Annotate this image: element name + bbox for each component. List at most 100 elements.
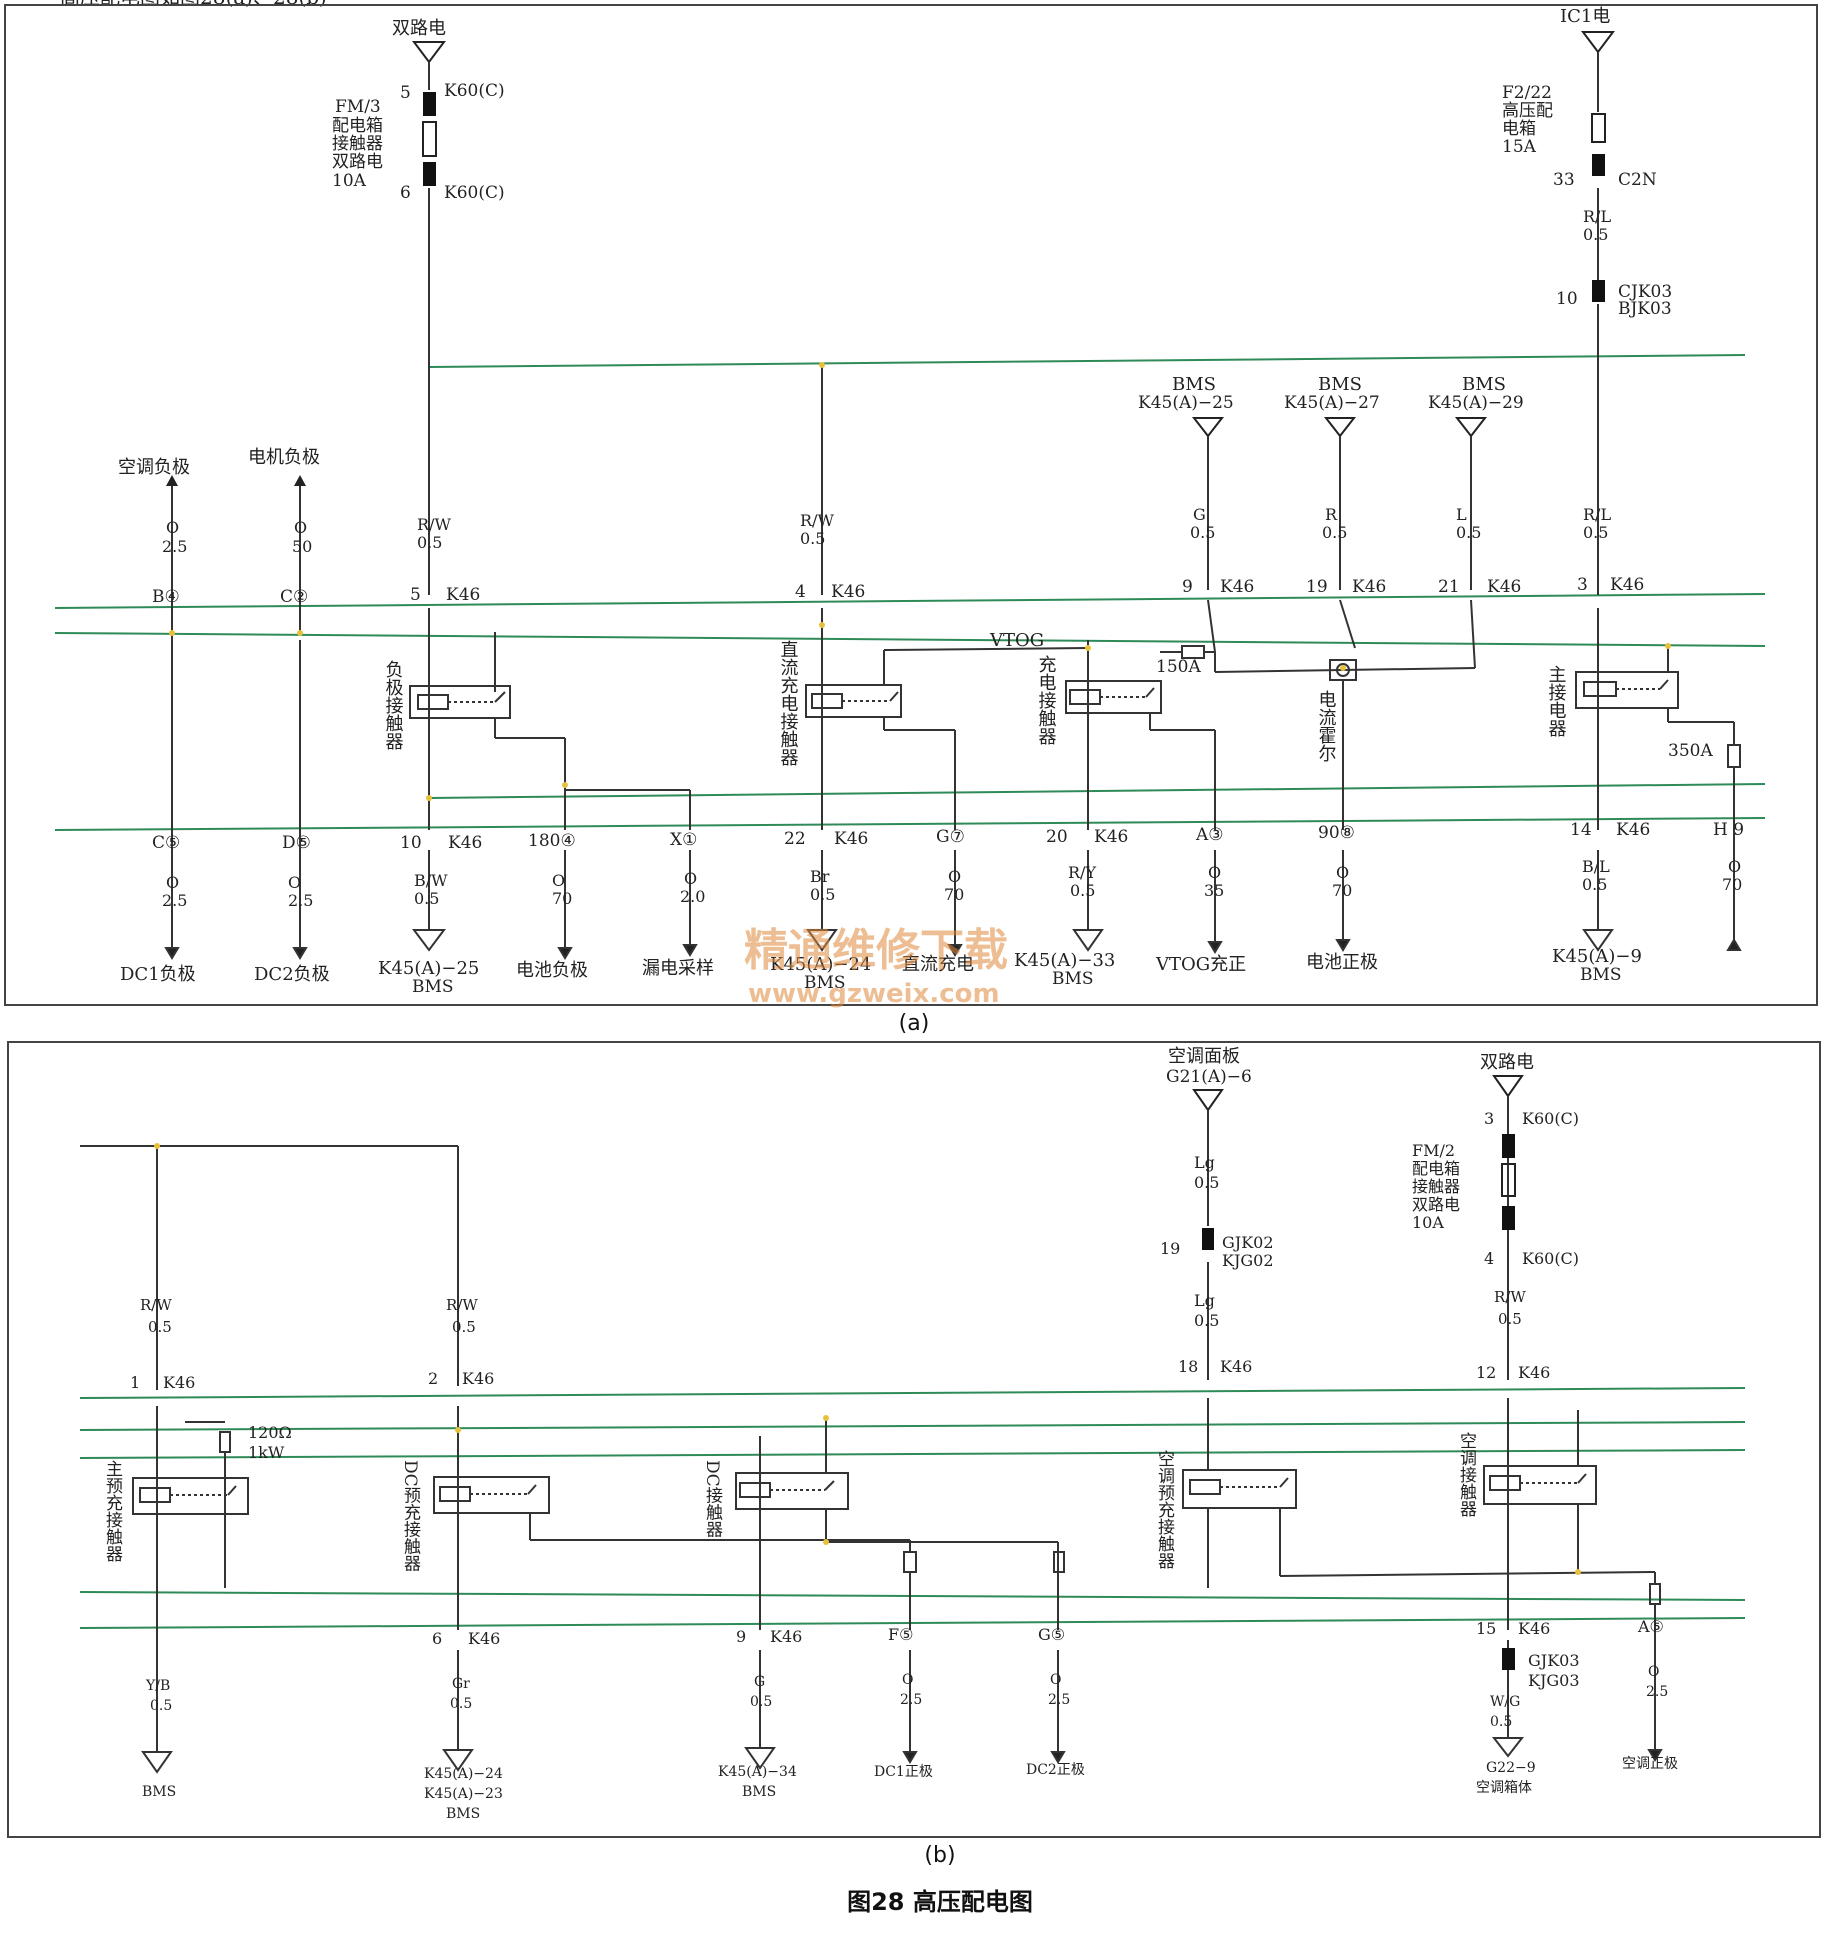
relay-negative bbox=[409, 685, 511, 719]
svg-text:35: 35 bbox=[1204, 881, 1224, 900]
svg-text:K45(A)−24: K45(A)−24 bbox=[770, 954, 871, 975]
svg-text:1: 1 bbox=[130, 1373, 140, 1392]
svg-text:KJG02: KJG02 bbox=[1222, 1251, 1274, 1270]
svg-text:350A: 350A bbox=[1668, 741, 1713, 761]
svg-text:70: 70 bbox=[552, 889, 572, 908]
svg-text:漏电采样: 漏电采样 bbox=[642, 958, 714, 979]
svg-text:FM/2: FM/2 bbox=[1412, 1141, 1455, 1160]
svg-text:12: 12 bbox=[1476, 1363, 1496, 1382]
svg-text:R/Y: R/Y bbox=[1068, 863, 1096, 882]
svg-text:空调正极: 空调正极 bbox=[1622, 1756, 1678, 1772]
svg-text:O: O bbox=[684, 869, 697, 888]
svg-text:4: 4 bbox=[795, 582, 806, 602]
svg-text:6: 6 bbox=[432, 1629, 442, 1648]
watermark-cn: 精通维修下载 bbox=[744, 925, 1008, 976]
svg-text:F2/22: F2/22 bbox=[1502, 83, 1552, 103]
svg-text:C②: C② bbox=[280, 587, 308, 607]
svg-text:5: 5 bbox=[400, 83, 411, 103]
svg-text:G⑤: G⑤ bbox=[1038, 1625, 1065, 1644]
relay-ac bbox=[1483, 1465, 1597, 1505]
panel-b: R/W 0.5 1 K46 R/W 0.5 2 K46 120Ω 1kW bbox=[7, 1041, 1821, 1838]
svg-text:负极接触器: 负极接触器 bbox=[383, 660, 404, 750]
right-supply: IC1电 F2/22 高压配 电箱 15A 33 C2N R/L 0.5 10 … bbox=[1502, 6, 1672, 595]
svg-text:R: R bbox=[1325, 505, 1338, 524]
svg-text:Lg: Lg bbox=[1194, 1291, 1215, 1310]
svg-text:0.5: 0.5 bbox=[810, 885, 835, 904]
svg-text:BMS: BMS bbox=[1318, 374, 1362, 395]
svg-text:90⑧: 90⑧ bbox=[1318, 823, 1355, 843]
caption-a: (a) bbox=[899, 1011, 930, 1036]
svg-text:10A: 10A bbox=[332, 171, 367, 191]
svg-text:DC预充接触器: DC预充接触器 bbox=[400, 1460, 421, 1572]
svg-text:K46: K46 bbox=[1352, 577, 1386, 597]
svg-text:R/W: R/W bbox=[800, 511, 834, 530]
svg-text:O: O bbox=[1336, 863, 1349, 882]
svg-text:K46: K46 bbox=[1610, 575, 1644, 595]
junction-dots-b bbox=[154, 1143, 1581, 1575]
svg-text:6: 6 bbox=[400, 183, 411, 203]
left-supply: 双路电 5 K60(C) 6 K60(C) FM/3 配电箱 接触器 双路电 1… bbox=[332, 18, 505, 595]
svg-text:直流充电: 直流充电 bbox=[902, 954, 974, 975]
svg-text:0.5: 0.5 bbox=[1194, 1311, 1219, 1330]
svg-text:G: G bbox=[754, 1674, 765, 1690]
relays-b bbox=[132, 1325, 1661, 1650]
svg-text:电池负极: 电池负极 bbox=[516, 960, 588, 981]
svg-text:R/W: R/W bbox=[1494, 1288, 1526, 1306]
svg-text:空调面板: 空调面板 bbox=[1168, 1046, 1240, 1067]
fuse-fm3-line1: FM/3 bbox=[335, 97, 381, 117]
svg-text:接触器: 接触器 bbox=[1412, 1177, 1460, 1196]
svg-text:D⑤: D⑤ bbox=[282, 833, 311, 853]
svg-text:A③: A③ bbox=[1195, 825, 1224, 845]
svg-text:Gr: Gr bbox=[452, 1676, 470, 1692]
relay-dc-precharge bbox=[433, 1476, 550, 1514]
svg-text:K45(A)−25: K45(A)−25 bbox=[378, 958, 479, 979]
svg-text:22: 22 bbox=[784, 829, 806, 849]
svg-text:K60(C): K60(C) bbox=[444, 81, 505, 101]
svg-text:K45(A)−27: K45(A)−27 bbox=[1284, 393, 1380, 413]
bottom-pins-a: C⑤ D⑤ 10 K46 180④ X① 22 K46 G⑦ 20 K46 A③… bbox=[152, 820, 1744, 853]
bottom-pins-b: 6 K46 9 K46 F⑤ G⑤ 15 K46 A⑤ bbox=[432, 1617, 1664, 1648]
svg-text:2.5: 2.5 bbox=[900, 1692, 922, 1708]
bottom-targets-a: DC1负极 DC2负极 K45(A)−25 BMS 电池负极 漏电采样 K45(… bbox=[120, 946, 1642, 997]
svg-text:G21(A)−6: G21(A)−6 bbox=[1166, 1067, 1252, 1087]
svg-text:B/L: B/L bbox=[1582, 857, 1610, 876]
svg-text:0.5: 0.5 bbox=[750, 1694, 772, 1710]
supply-right-arrow bbox=[1581, 31, 1615, 54]
bus-a-3 bbox=[429, 783, 1766, 799]
ac-panel-input: 空调面板 G21(A)−6 Lg 0.5 19 GJK02 KJG02 Lg 0… bbox=[1160, 1046, 1274, 1376]
svg-text:O: O bbox=[1648, 1664, 1659, 1680]
svg-text:K46: K46 bbox=[1220, 577, 1254, 597]
svg-text:K60(C): K60(C) bbox=[1522, 1109, 1579, 1128]
svg-text:70: 70 bbox=[944, 885, 964, 904]
svg-text:BMS: BMS bbox=[1462, 374, 1506, 395]
bus-a-1 bbox=[54, 593, 1766, 609]
svg-text:10A: 10A bbox=[1412, 1213, 1444, 1232]
svg-text:主接电器: 主接电器 bbox=[1546, 665, 1567, 737]
svg-text:空调接触器: 空调接触器 bbox=[1456, 1432, 1477, 1517]
right-supply-b: 双路电 3 K60(C) 4 K60(C) FM/2 配电箱 接触器 双路电 1… bbox=[1412, 1052, 1579, 1382]
svg-text:20: 20 bbox=[1046, 827, 1068, 847]
svg-text:0.5: 0.5 bbox=[1190, 523, 1215, 542]
svg-text:O: O bbox=[1728, 857, 1741, 876]
svg-text:K46: K46 bbox=[831, 582, 865, 602]
figure-caption: 图28 高压配电图 bbox=[847, 1888, 1033, 1916]
svg-text:K46: K46 bbox=[770, 1627, 802, 1646]
svg-text:R/W: R/W bbox=[140, 1296, 172, 1314]
svg-text:充电接触器: 充电接触器 bbox=[1036, 655, 1057, 745]
svg-text:BJK03: BJK03 bbox=[1618, 299, 1672, 319]
svg-text:R/W: R/W bbox=[446, 1296, 478, 1314]
svg-text:14: 14 bbox=[1570, 820, 1592, 840]
svg-text:F⑤: F⑤ bbox=[888, 1625, 913, 1644]
svg-text:Lg: Lg bbox=[1194, 1153, 1215, 1172]
svg-text:空调负极: 空调负极 bbox=[118, 457, 190, 478]
svg-text:O: O bbox=[902, 1672, 913, 1688]
svg-text:电池正极: 电池正极 bbox=[1306, 952, 1378, 973]
svg-text:0.5: 0.5 bbox=[1490, 1714, 1512, 1730]
svg-text:0.5: 0.5 bbox=[1582, 875, 1607, 894]
bottom-labels-b: Y/B 0.5 Gr 0.5 G 0.5 O 2.5 O 2.5 GJK03 K… bbox=[142, 1651, 1678, 1822]
relay-labels-b: 主预充接触器 DC预充接触器 DC接触器 空调预充接触器 空调接触器 bbox=[102, 1432, 1477, 1572]
svg-text:电流霍尔: 电流霍尔 bbox=[1316, 690, 1337, 762]
svg-text:19: 19 bbox=[1160, 1239, 1180, 1258]
relay-ac-precharge bbox=[1182, 1469, 1297, 1509]
svg-text:70: 70 bbox=[1332, 881, 1352, 900]
